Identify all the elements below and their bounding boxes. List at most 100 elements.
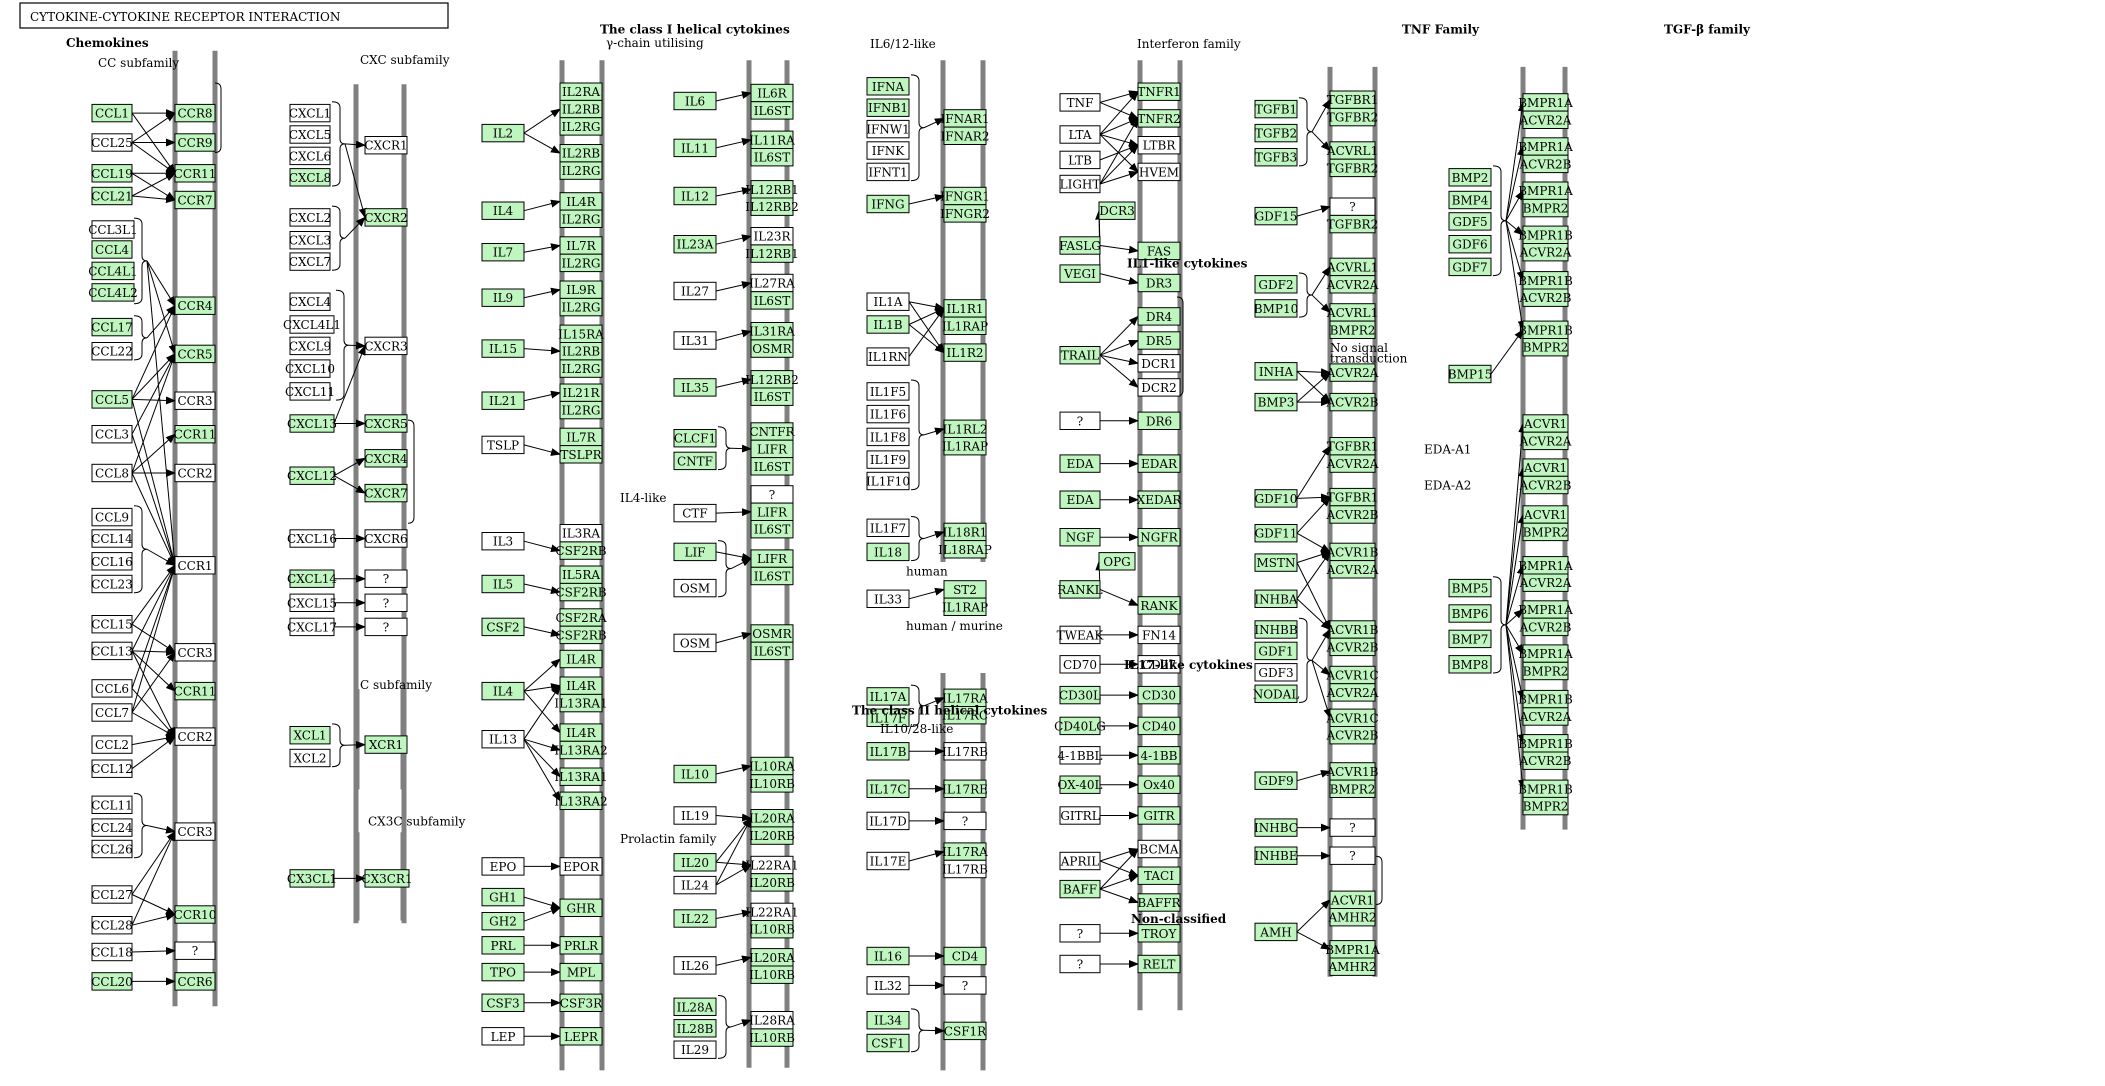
gene-box-ccr2b[interactable]: CCR2 — [174, 727, 216, 746]
gene-box-il10rbd[interactable]: IL10RB — [749, 1028, 795, 1047]
gene-box-acvr2bg[interactable]: ACVR2B — [1518, 475, 1572, 495]
gene-box-il6stc[interactable]: IL6ST — [750, 291, 794, 310]
gene-box-acvr2bi[interactable]: ACVR2B — [1518, 751, 1572, 770]
gene-box-qtnf3[interactable]: ? — [1059, 954, 1101, 974]
gene-box-il1f8[interactable]: IL1F8 — [866, 427, 910, 447]
gene-box-hvem[interactable]: HVEM — [1137, 162, 1181, 182]
gene-box-il10[interactable]: IL10 — [673, 764, 717, 784]
gene-box-il20[interactable]: IL20 — [673, 853, 717, 872]
gene-box-il11ra[interactable]: IL11RA — [749, 130, 795, 150]
gene-box-qtgf1[interactable]: ? — [1329, 197, 1376, 216]
gene-box-acvr2aj[interactable]: ACVR2A — [1519, 707, 1572, 726]
gene-box-osmrb[interactable]: OSMR — [750, 624, 794, 643]
gene-box-il6sth[interactable]: IL6ST — [750, 641, 794, 661]
gene-box-bmpr2f[interactable]: BMPR2 — [1522, 661, 1569, 681]
gene-box-qcc[interactable]: ? — [174, 941, 216, 960]
gene-box-il7[interactable]: IL7 — [481, 243, 525, 262]
gene-box-il17b[interactable]: IL17B — [866, 742, 910, 761]
gene-box-il11[interactable]: IL11 — [673, 138, 717, 158]
gene-box-edaa[interactable]: EDA — [1059, 454, 1101, 473]
gene-box-lifrc[interactable]: LIFR — [750, 549, 794, 568]
gene-box-qcx3[interactable]: ? — [364, 617, 408, 637]
gene-box-faslg[interactable]: FASLG — [1059, 236, 1101, 255]
gene-box-acvr2bd[interactable]: ACVR2B — [1518, 154, 1572, 174]
gene-box-il18r1[interactable]: IL18R1 — [943, 522, 988, 542]
gene-box-dr6[interactable]: DR6 — [1137, 411, 1181, 431]
gene-box-lep[interactable]: LEP — [481, 1027, 525, 1046]
gene-box-il35[interactable]: IL35 — [673, 378, 717, 397]
gene-box-il1r2[interactable]: IL1R2 — [943, 343, 987, 362]
gene-box-april[interactable]: APRIL — [1059, 851, 1101, 871]
gene-box-il17rb2[interactable]: IL17RB — [942, 859, 988, 879]
gene-box-ccl22[interactable]: CCL22 — [91, 342, 133, 361]
gene-box-edar[interactable]: EDAR — [1137, 454, 1181, 473]
gene-box-dr5[interactable]: DR5 — [1137, 331, 1181, 350]
gene-box-ccr3a[interactable]: CCR3 — [174, 391, 216, 410]
gene-box-ccl19[interactable]: CCL19 — [91, 164, 133, 183]
gene-box-ccr6[interactable]: CCR6 — [174, 972, 216, 991]
gene-box-bmpr1bc[interactable]: BMPR1B — [1518, 320, 1573, 340]
gene-box-ox40[interactable]: Ox40 — [1137, 775, 1181, 794]
gene-box-gdf10[interactable]: GDF10 — [1254, 489, 1298, 508]
gene-box-ccl4[interactable]: CCL4 — [91, 240, 133, 259]
gene-box-csf2rbc[interactable]: CSF2RB — [555, 625, 607, 645]
gene-box-ifng[interactable]: IFNG — [866, 194, 910, 214]
gene-box-cxcl12[interactable]: CXCL12 — [287, 466, 337, 485]
gene-box-bmp8[interactable]: BMP8 — [1448, 655, 1492, 674]
gene-box-ccr2a[interactable]: CCR2 — [174, 463, 216, 483]
gene-box-acvr2ai[interactable]: ACVR2A — [1519, 573, 1572, 592]
gene-box-dr4[interactable]: DR4 — [1137, 307, 1181, 326]
gene-box-il21[interactable]: IL21 — [481, 391, 525, 410]
gene-box-ccr4[interactable]: CCR4 — [174, 296, 216, 315]
gene-box-il1a[interactable]: IL1A — [866, 292, 910, 311]
gene-box-il2rb[interactable]: IL2RB — [559, 99, 603, 119]
gene-box-cx3cr1[interactable]: CX3CR1 — [361, 869, 413, 888]
gene-box-baffr[interactable]: BAFFR — [1137, 893, 1182, 912]
gene-box-cxcl3[interactable]: CXCL3 — [289, 231, 331, 250]
gene-box-nodal[interactable]: NODAL — [1253, 684, 1300, 703]
gene-box-ifngr1[interactable]: IFNGR1 — [940, 186, 990, 206]
gene-box-41bb[interactable]: 4-1BB — [1137, 746, 1181, 765]
gene-box-il16[interactable]: IL16 — [866, 946, 910, 966]
gene-box-tnfr2[interactable]: TNFR2 — [1137, 109, 1181, 128]
gene-box-il2rgd[interactable]: IL2RG — [559, 253, 603, 273]
gene-box-il17rb[interactable]: IL17RB — [942, 742, 988, 761]
gene-box-il4rd[interactable]: IL4R — [559, 723, 603, 742]
gene-box-tnf[interactable]: TNF — [1059, 93, 1101, 112]
gene-box-tgfbr1c[interactable]: TGFBR1 — [1327, 487, 1378, 507]
gene-box-acvr2ae[interactable]: ACVR2A — [1326, 683, 1379, 702]
gene-box-il3[interactable]: IL3 — [481, 532, 525, 551]
gene-box-il20rb[interactable]: IL20RB — [749, 826, 795, 845]
gene-box-ccl4l2[interactable]: CCL4L2 — [88, 283, 138, 302]
gene-box-il6st[interactable]: IL6ST — [750, 101, 794, 120]
gene-box-il20rab[interactable]: IL20RA — [749, 948, 795, 967]
gene-box-il17f[interactable]: IL17F — [866, 708, 910, 727]
gene-box-tpo[interactable]: TPO — [481, 962, 525, 982]
gene-box-cd30l[interactable]: CD30L — [1059, 685, 1101, 705]
gene-box-ccl1[interactable]: CCL1 — [91, 103, 133, 123]
gene-box-gdf3[interactable]: GDF3 — [1254, 663, 1298, 682]
gene-box-inhbb[interactable]: INHBB — [1254, 620, 1298, 639]
gene-box-il26[interactable]: IL26 — [673, 956, 717, 975]
gene-box-il6std[interactable]: IL6ST — [750, 387, 794, 406]
gene-box-baff[interactable]: BAFF — [1059, 879, 1101, 899]
gene-box-il10rbb[interactable]: IL10RB — [749, 920, 795, 939]
gene-box-opg[interactable]: OPG — [1098, 552, 1136, 571]
gene-box-xedar[interactable]: XEDAR — [1137, 490, 1183, 509]
gene-box-bmp7[interactable]: BMP7 — [1448, 629, 1492, 649]
gene-box-cxcl2[interactable]: CXCL2 — [289, 208, 331, 227]
gene-box-il12rb1[interactable]: IL12RB1 — [745, 180, 799, 199]
gene-box-bmp5[interactable]: BMP5 — [1448, 578, 1492, 598]
gene-box-ifna[interactable]: IFNA — [866, 77, 910, 96]
gene-box-il6stg[interactable]: IL6ST — [750, 566, 794, 586]
gene-box-cxcr7[interactable]: CXCR7 — [364, 483, 408, 503]
gene-box-bmpr2e[interactable]: BMPR2 — [1522, 522, 1569, 542]
gene-box-cxcl9[interactable]: CXCL9 — [289, 336, 331, 356]
gene-box-il2rgf[interactable]: IL2RG — [559, 359, 603, 378]
gene-box-il17c[interactable]: IL17C — [866, 779, 910, 798]
gene-box-ifnb1[interactable]: IFNB1 — [866, 98, 910, 117]
gene-box-cxcl1[interactable]: CXCL1 — [289, 103, 331, 123]
gene-box-il13ra1[interactable]: IL13RA1 — [554, 693, 608, 713]
gene-box-ccl25[interactable]: CCL25 — [91, 133, 133, 152]
gene-box-ifnk[interactable]: IFNK — [866, 141, 910, 160]
